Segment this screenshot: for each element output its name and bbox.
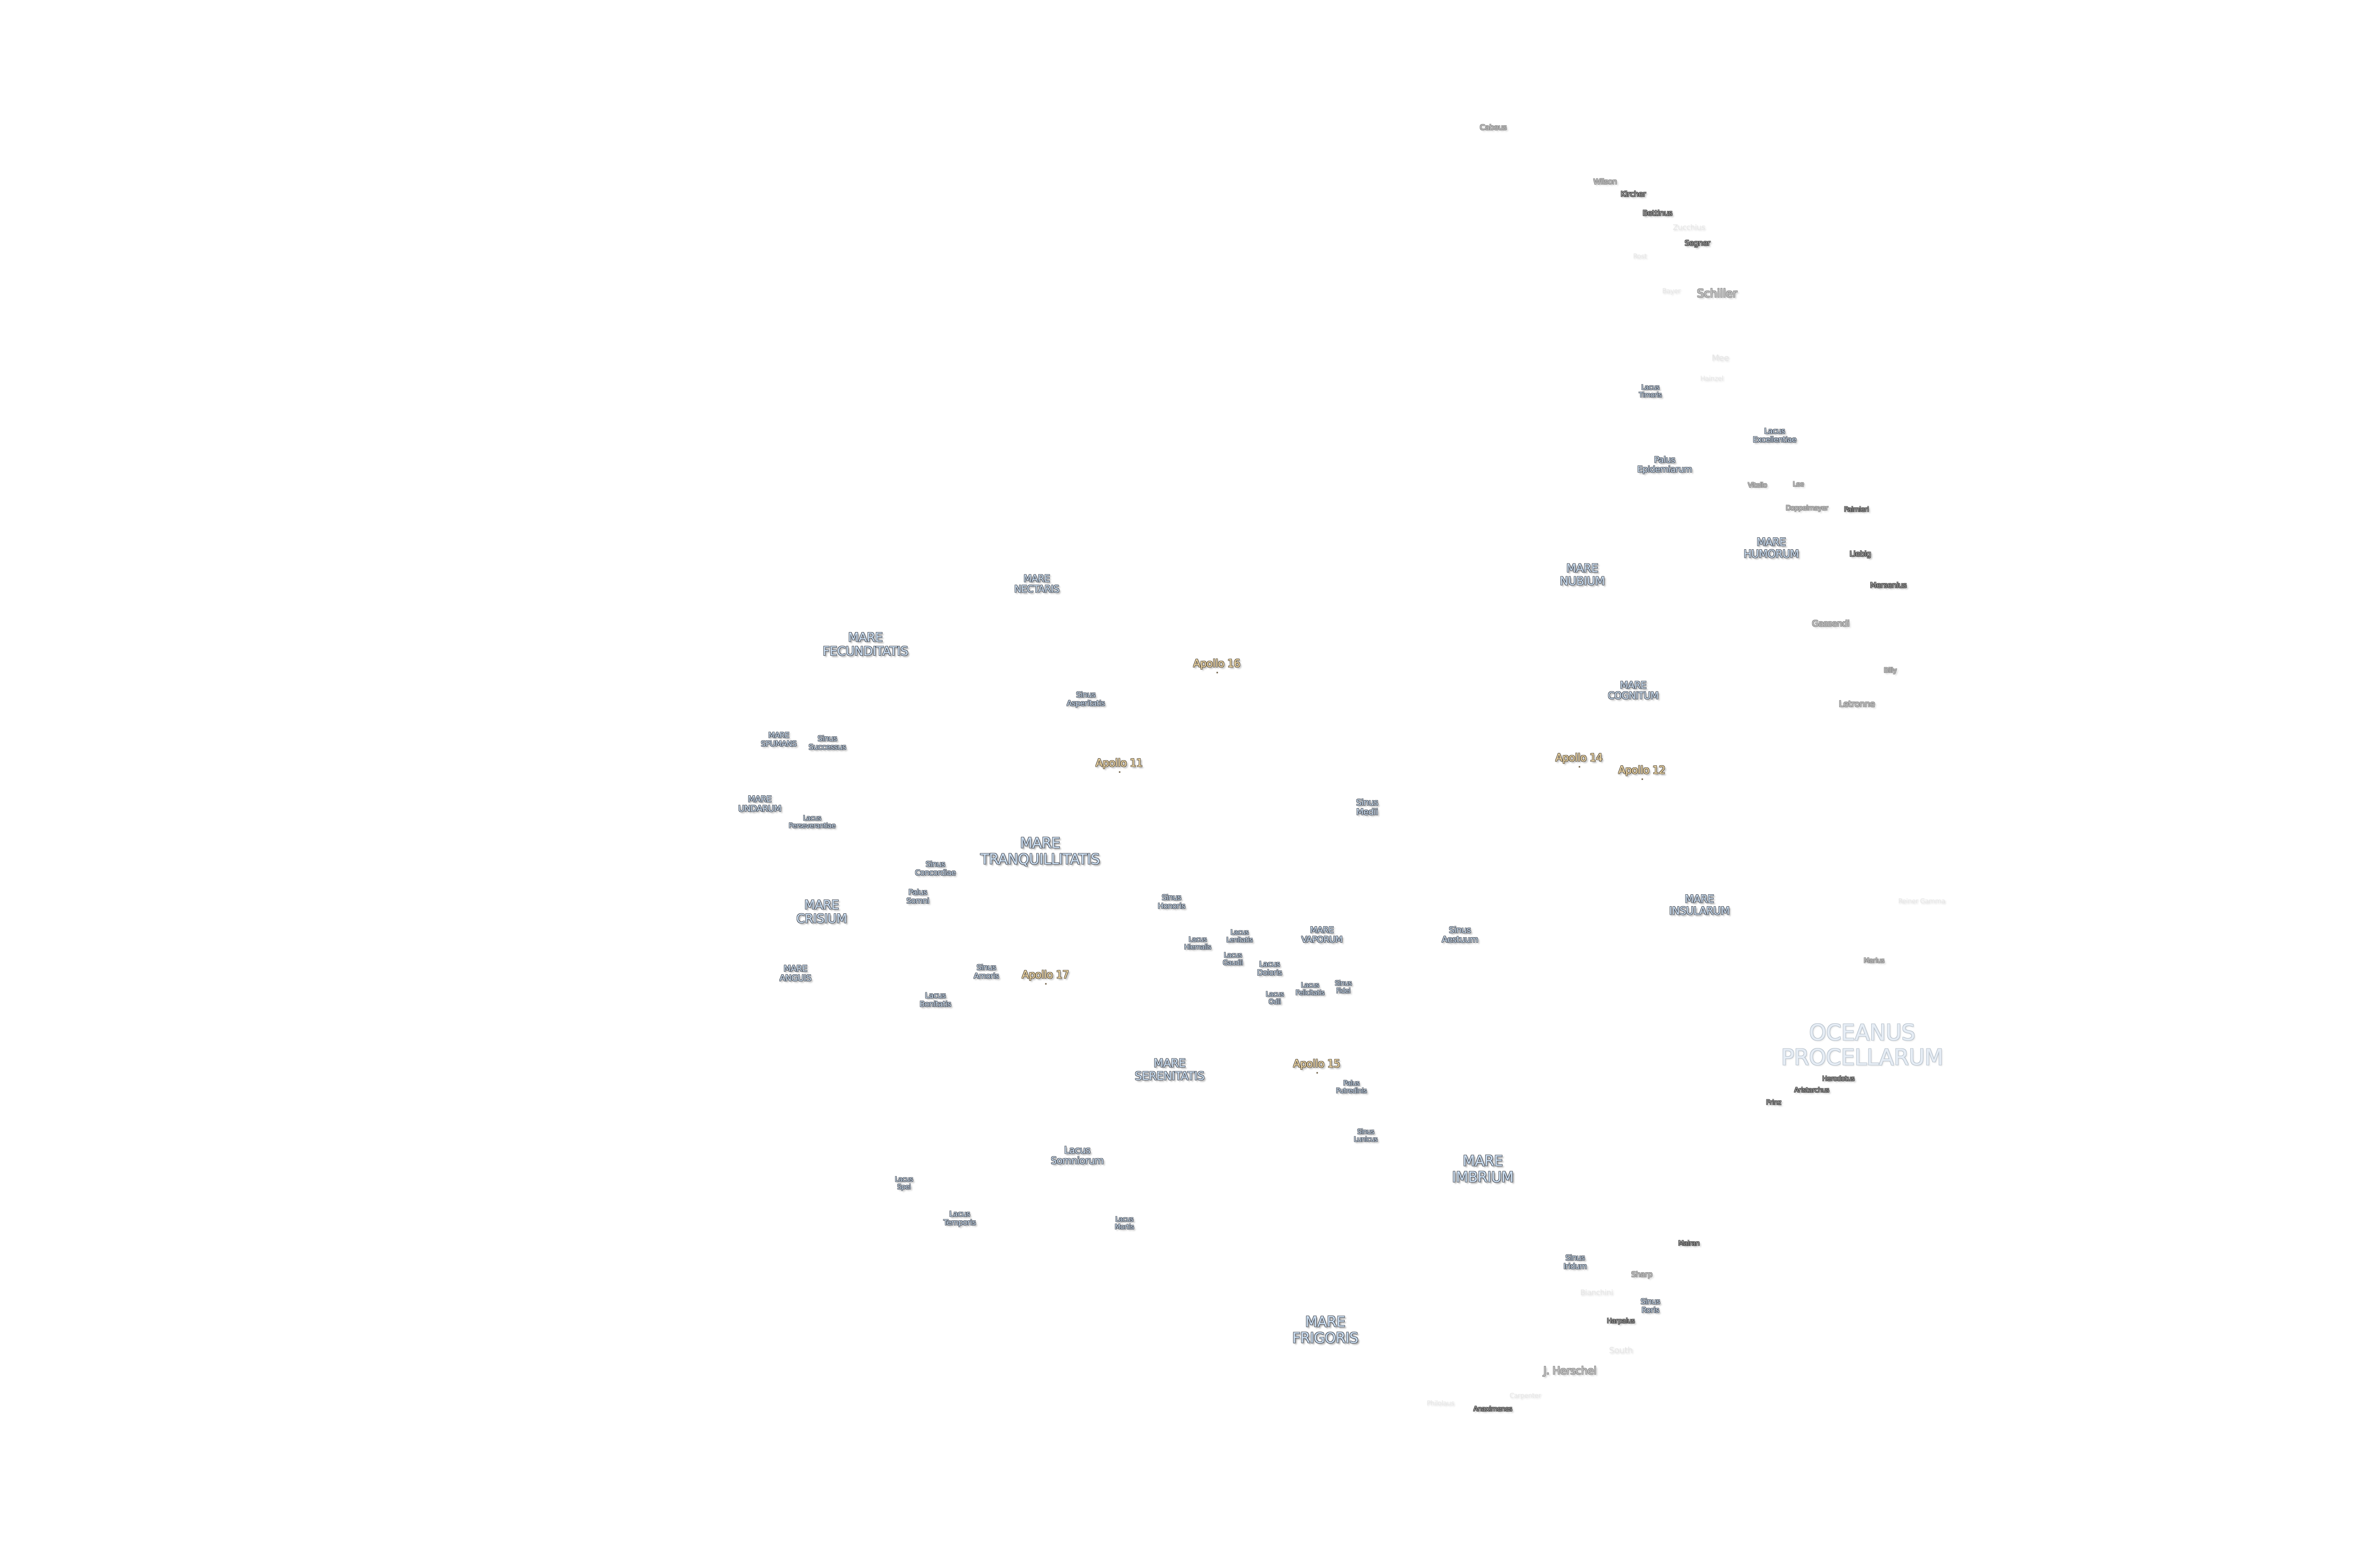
label-palus-epidemiarum: Palus Epidemiarum xyxy=(1637,455,1692,474)
label-lacus-somniorum: Lacus Somniorum xyxy=(1051,1144,1104,1166)
label-crater-gassendi: Gassendi xyxy=(1812,618,1850,629)
label-crater-aristarchus: Aristarchus xyxy=(1794,1087,1829,1095)
label-crater-anaximenes: Anaximenes xyxy=(1473,1405,1512,1414)
label-sinus-aestuum: Sinus Aestuum xyxy=(1441,925,1478,945)
label-crater-rost: Rost xyxy=(1633,253,1647,261)
label-mare-nubium: MARE NUBIUM xyxy=(1559,562,1605,588)
label-crater-wilson: Wilson xyxy=(1593,177,1617,187)
label-lacus-gaudii: Lacus Gaudii xyxy=(1223,951,1243,967)
label-crater-south: South xyxy=(1609,1345,1633,1355)
label-apollo-11: Apollo 11 xyxy=(1095,757,1143,772)
label-lacus-mortis: Lacus Mortis xyxy=(1114,1216,1134,1231)
label-sinus-roris: Sinus Roris xyxy=(1640,1297,1660,1315)
label-mare-spumans: MARE SPUMANS xyxy=(761,731,797,748)
label-lacus-perseverantiae: Lacus Perseverantiae xyxy=(789,814,835,830)
label-lacus-felicitatis: Lacus Felicitatis xyxy=(1295,981,1325,997)
label-crater-philolaus: Philolaus xyxy=(1427,1400,1454,1408)
label-palus-somni: Palus Somni xyxy=(906,888,929,905)
label-sinus-honoris: Sinus Honoris xyxy=(1158,893,1185,910)
label-crater-schiller: Schiller xyxy=(1696,287,1737,300)
label-sinus-lunicus: Sinus Lunicus xyxy=(1354,1128,1378,1143)
label-lacus-excellentiae: Lacus Excellentiae xyxy=(1753,426,1796,444)
label-crater-segner: Segner xyxy=(1685,238,1710,248)
label-crater-doppelmayer: Doppelmayer xyxy=(1785,504,1829,513)
label-crater-letronne: Letronne xyxy=(1839,699,1875,709)
label-sinus-successus: Sinus Successus xyxy=(808,734,846,751)
label-crater-sharp: Sharp xyxy=(1631,1270,1653,1279)
label-sinus-amoris: Sinus Amoris xyxy=(973,963,999,980)
label-mare-humorum: MARE HUMORUM xyxy=(1744,536,1799,560)
label-lacus-timoris: Lacus Timoris xyxy=(1639,384,1662,399)
label-crater-cabeus: Cabeus xyxy=(1479,123,1507,132)
label-crater-billy: Billy xyxy=(1884,667,1897,675)
label-mare-insularum: MARE INSULARUM xyxy=(1669,893,1730,917)
label-crater-bettinus: Bettinus xyxy=(1642,208,1673,218)
label-crater-liebig: Liebig xyxy=(1849,549,1871,559)
label-crater-mersenius: Mersenius xyxy=(1870,581,1907,590)
label-lacus-doloris: Lacus Doloris xyxy=(1257,959,1282,977)
label-crater-hainzel: Hainzel xyxy=(1700,375,1724,383)
label-mare-fecunditatis: MARE FECUNDITATIS xyxy=(823,630,908,659)
label-lacus-odii: Lacus Odii xyxy=(1266,990,1284,1006)
label-crater-palmieri: Palmieri xyxy=(1844,506,1869,514)
label-mare-nectaris: MARE NECTARIS xyxy=(1014,573,1060,595)
label-crater-mee: Mee xyxy=(1711,353,1729,363)
label-sinus-fidei: Sinus Fidei xyxy=(1335,979,1352,995)
label-palus-putredinis: Palus Putredinis xyxy=(1336,1079,1367,1095)
label-sinus-iridum: Sinus Iridum xyxy=(1563,1253,1587,1271)
label-apollo-12: Apollo 12 xyxy=(1618,764,1666,780)
label-crater-reiner-gamma: Reiner Gamma xyxy=(1898,898,1945,906)
label-mare-frigoris: MARE FRIGORIS xyxy=(1292,1314,1359,1346)
label-lacus-lenitatis: Lacus Lenitatis xyxy=(1226,929,1253,944)
label-lacus-bonitatis: Lacus Bonitatis xyxy=(920,991,951,1008)
label-crater-bayer: Bayer xyxy=(1662,287,1681,296)
label-crater-carpenter: Carpenter xyxy=(1509,1392,1541,1400)
label-lacus-hiemalis: Lacus Hiemalis xyxy=(1184,936,1211,951)
label-crater-kircher: Kircher xyxy=(1620,189,1646,199)
label-crater-harpalus: Harpalus xyxy=(1606,1317,1635,1325)
label-apollo-17: Apollo 17 xyxy=(1021,969,1069,984)
label-sinus-asperitatis: Sinus Asperitatis xyxy=(1067,690,1105,708)
label-mare-imbrium: MARE IMBRIUM xyxy=(1452,1153,1514,1186)
label-crater-marius: Marius xyxy=(1864,957,1884,965)
label-crater-mairan: Mairan xyxy=(1678,1240,1700,1248)
label-mare-tranquillitatis: MARE TRANQUILLITATIS xyxy=(980,835,1100,868)
label-sinus-concordiae: Sinus Concordiae xyxy=(915,860,956,877)
label-apollo-15: Apollo 15 xyxy=(1293,1058,1340,1073)
label-crater-vitello: Vitello xyxy=(1747,482,1767,490)
label-mare-vaporum: MARE VAPORUM xyxy=(1301,925,1343,945)
label-apollo-14: Apollo 14 xyxy=(1555,752,1603,767)
label-crater-herodotus: Herodotus xyxy=(1822,1075,1854,1083)
label-apollo-16: Apollo 16 xyxy=(1193,658,1240,673)
label-crater-prinz: Prinz xyxy=(1766,1099,1781,1107)
label-mare-cognitum: MARE COGNITUM xyxy=(1607,679,1659,702)
label-lacus-temporis: Lacus Temporis xyxy=(943,1209,976,1227)
label-crater-j-herschel: J. Herschel xyxy=(1543,1365,1597,1377)
label-lacus-spei: Lacus Spei xyxy=(895,1176,913,1191)
label-crater-bianchini: Bianchini xyxy=(1580,1288,1613,1297)
label-sinus-medii: Sinus Medii xyxy=(1356,797,1378,817)
label-crater-zucchius: Zucchius xyxy=(1673,223,1705,232)
label-mare-undarum: MARE UNDARUM xyxy=(738,794,782,814)
label-mare-anguis: MARE ANGUIS xyxy=(779,963,812,983)
label-oceanus-procellarum: OCEANUS PROCELLARUM xyxy=(1781,1019,1944,1070)
label-crater-lee: Lee xyxy=(1793,481,1804,489)
label-mare-crisium: MARE CRISIUM xyxy=(796,898,847,926)
label-mare-serenitatis: MARE SERENITATIS xyxy=(1134,1057,1205,1083)
